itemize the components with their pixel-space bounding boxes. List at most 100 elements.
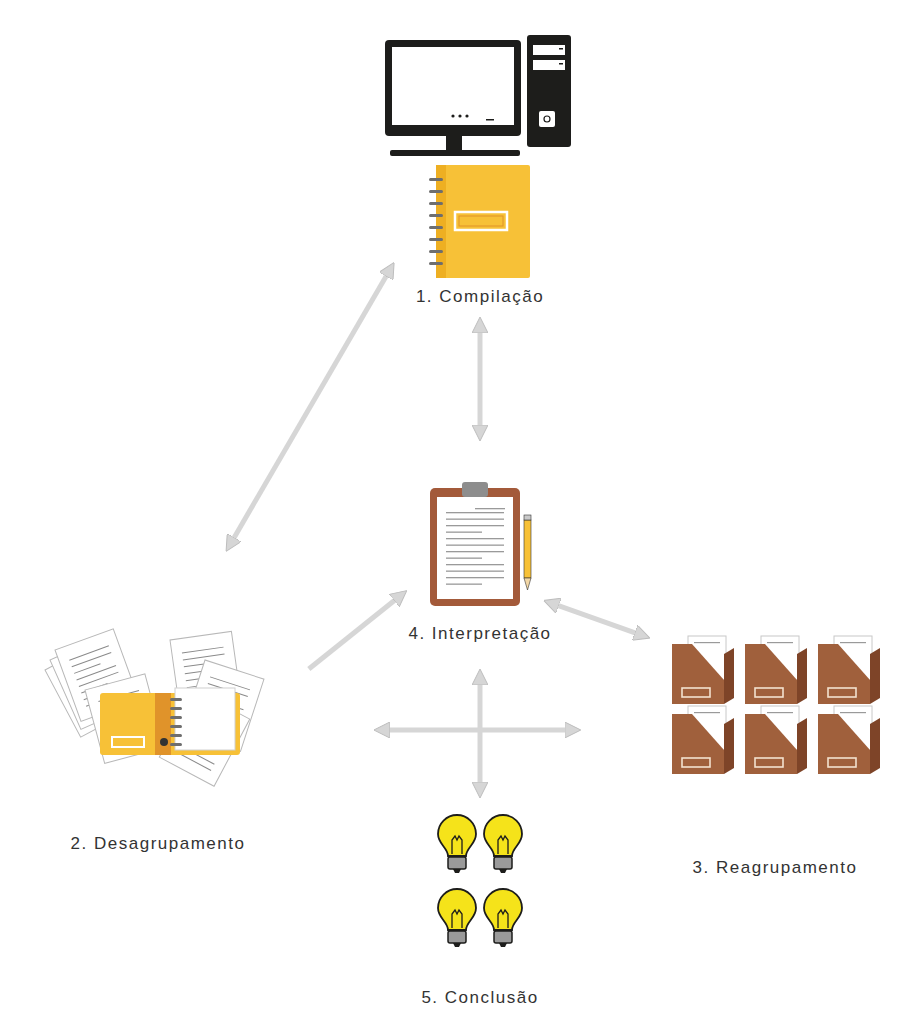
illustration-part [498, 836, 508, 854]
illustration-part [797, 648, 807, 704]
illustration-part [429, 250, 443, 253]
illustration-part [694, 712, 720, 713]
illustration-part [455, 212, 507, 230]
illustration-part [559, 63, 563, 65]
illustration-part [446, 519, 504, 520]
illustration-part [429, 190, 443, 193]
illustration-part [429, 178, 443, 181]
illustration-part [446, 584, 482, 585]
illustration-part [438, 889, 476, 930]
illustration-part [452, 910, 462, 928]
illustration-part [160, 738, 168, 746]
connector-arrow [309, 600, 395, 669]
illustration-part [828, 758, 856, 767]
illustration-part [72, 652, 112, 667]
illustration-part [448, 857, 466, 869]
connector-arrow [478, 684, 483, 783]
illustration-part [724, 718, 734, 774]
step-label: 5. Conclusão [421, 988, 538, 1008]
text-lines [446, 508, 505, 585]
illustration-part [170, 725, 182, 728]
illustration-part [155, 693, 171, 755]
illustration-part [446, 532, 482, 533]
illustration-part [429, 238, 443, 241]
illustration-part [446, 577, 504, 578]
illustration-part [818, 714, 870, 774]
notebook-icon [429, 165, 530, 278]
circle-shape [388, 800, 572, 984]
illustration-part [170, 734, 182, 737]
illustration-part [446, 545, 504, 546]
illustration-part [682, 688, 710, 697]
illustration-part [745, 706, 807, 774]
illustration-part [437, 497, 513, 599]
illustration-part [797, 718, 807, 774]
illustration-part [170, 707, 182, 710]
illustration-part [745, 644, 797, 704]
illustration-part [76, 665, 116, 680]
illustration-part [112, 737, 144, 747]
process-circle: 2. Desagrupamento [13, 540, 303, 830]
circle-shape [13, 540, 303, 830]
illustration-part [446, 512, 504, 513]
illustration-part [840, 712, 866, 713]
illustration-part [559, 48, 563, 50]
circle-shape [395, 450, 565, 620]
illustration-part [499, 869, 507, 873]
illustration-part [484, 889, 522, 930]
illustration-part [436, 165, 530, 278]
illustration-part [755, 688, 783, 697]
illustration-part [818, 636, 880, 704]
illustration-part [175, 688, 235, 750]
illustration-part [672, 706, 734, 774]
illustration-part [430, 488, 520, 606]
illustration-part [392, 47, 514, 125]
circle-fill [355, 40, 605, 290]
circle-fill [395, 450, 565, 620]
circle-fill [13, 540, 303, 830]
illustration-part [498, 910, 508, 928]
notebook-rings [429, 178, 443, 265]
illustration-part [462, 482, 488, 497]
illustration-part [533, 45, 565, 55]
illustration-part [170, 716, 182, 719]
illustration-part [672, 644, 724, 704]
illustration-part [385, 40, 521, 136]
illustration-part [544, 116, 550, 122]
papers-icon [45, 629, 264, 786]
illustration-part [533, 60, 565, 70]
illustration-part [539, 111, 555, 127]
step-label: 2. Desagrupamento [71, 834, 246, 854]
illustration-part [458, 114, 461, 117]
process-circle: 5. Conclusão [388, 800, 572, 984]
illustration-part [438, 815, 476, 856]
illustration-part [527, 35, 571, 147]
illustration-part [446, 551, 504, 552]
illustration-part [486, 119, 494, 121]
illustration-part [438, 815, 476, 873]
illustration-part [452, 836, 462, 854]
illustration-part [494, 931, 512, 943]
illustration-part [170, 743, 182, 746]
illustration-part [755, 758, 783, 767]
process-circle: 3. Reagrupamento [635, 575, 915, 855]
illustration-part [429, 202, 443, 205]
illustration-part [870, 648, 880, 704]
illustration-part [453, 869, 461, 873]
computer-icon [385, 35, 571, 156]
illustration-part [448, 931, 466, 943]
illustration-part [429, 214, 443, 217]
step-label: 1. Compilação [416, 287, 544, 307]
illustration-part [724, 648, 734, 704]
illustration-part [682, 758, 710, 767]
circle-shape [355, 40, 605, 290]
illustration-part [840, 642, 866, 643]
connector-arrow [389, 728, 566, 733]
illustration-part [170, 698, 182, 701]
illustration-part [436, 165, 446, 278]
illustration-part [69, 645, 109, 660]
illustration-part [818, 706, 880, 774]
circle-shape [635, 575, 915, 855]
illustration-part [870, 718, 880, 774]
illustration-part [183, 654, 225, 661]
